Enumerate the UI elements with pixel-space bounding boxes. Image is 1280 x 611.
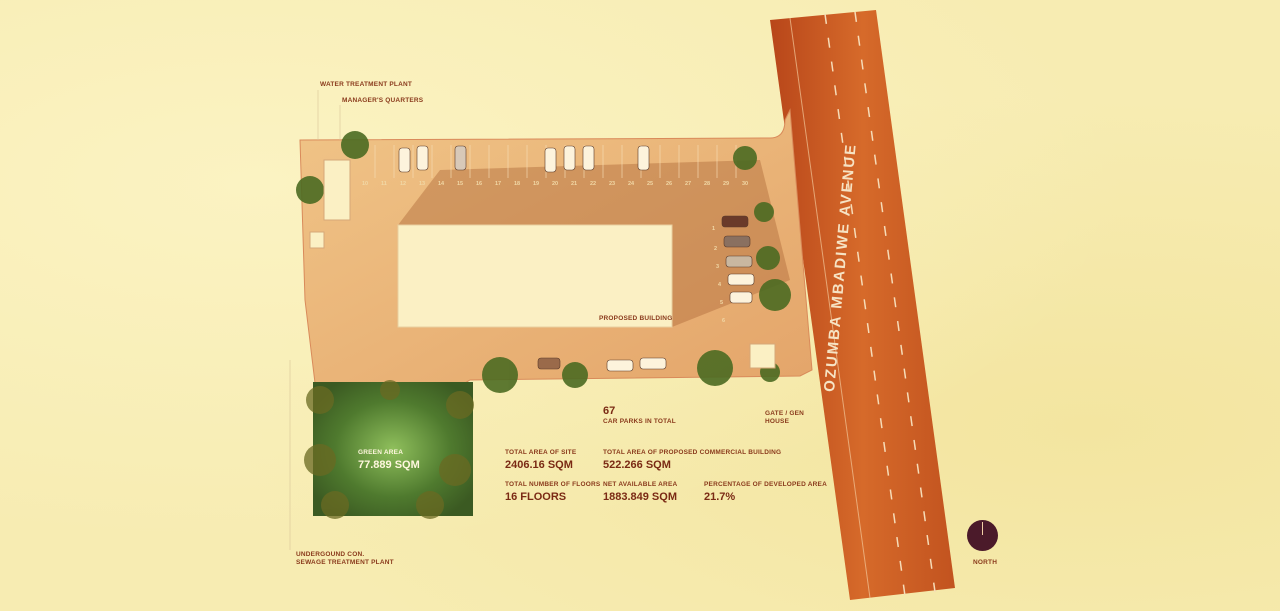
green-area-value: 77.889 SQM: [358, 459, 420, 471]
road-lane-line: [854, 11, 936, 593]
net-area-label: NET AVAILABLE AREA: [603, 481, 678, 488]
parking-number-side: 1: [712, 226, 716, 232]
sewage-label-line1: UNDERGOUND CON.: [296, 551, 365, 558]
parking-number: 20: [552, 181, 559, 187]
parking-number: 18: [514, 181, 521, 187]
gate-gen-house-building: [749, 343, 776, 369]
developed-pct-value: 21.7%: [704, 491, 736, 503]
north-arrow-icon: [967, 520, 998, 551]
parking-number: 30: [742, 181, 749, 187]
parking-number: 17: [495, 181, 502, 187]
car-parks-count: 67: [603, 405, 616, 417]
parked-cars: [398, 145, 755, 372]
parking-number: 23: [609, 181, 616, 187]
commercial-area-value: 522.266 SQM: [603, 459, 671, 471]
developed-pct-label: PERCENTAGE OF DEVELOPED AREA: [704, 481, 827, 488]
parking-number-side: 6: [722, 318, 726, 324]
managers-quarters-building: [323, 159, 351, 221]
parking-number: 14: [438, 181, 445, 187]
floors-label: TOTAL NUMBER OF FLOORS: [505, 481, 601, 488]
parking-number: 10: [362, 181, 369, 187]
parking-number-side: 4: [718, 282, 722, 288]
parking-number-side: 2: [714, 246, 718, 252]
site-area-label: TOTAL AREA OF SITE: [505, 449, 577, 456]
leader-lines: [289, 90, 341, 550]
green-area-trees: [304, 380, 474, 519]
water-treatment-block: [309, 231, 325, 249]
parking-number: 22: [590, 181, 597, 187]
north-label: NORTH: [973, 559, 998, 566]
road-edge-line: [789, 17, 871, 599]
parking-number: 25: [647, 181, 654, 187]
net-area-value: 1883.849 SQM: [603, 491, 677, 503]
parking-number: 26: [666, 181, 673, 187]
green-area-label: GREEN AREA: [358, 449, 404, 456]
parking-number: 15: [457, 181, 464, 187]
parking-number: 29: [723, 181, 730, 187]
sewage-label-line2: SEWAGE TREATMENT PLANT: [296, 559, 394, 566]
parking-number: 28: [704, 181, 711, 187]
parking-number: 21: [571, 181, 578, 187]
road-center-line: [824, 13, 906, 597]
proposed-building-label: PROPOSED BUILDING: [599, 315, 673, 322]
parking-number: 24: [628, 181, 635, 187]
parking-number-side: 3: [716, 264, 720, 270]
managers-quarters-label: MANAGER'S QUARTERS: [342, 97, 424, 104]
parking-number: 19: [533, 181, 540, 187]
proposed-building: [397, 224, 673, 328]
gate-gen-house-label: GATE / GEN HOUSE: [765, 410, 805, 425]
site-area-value: 2406.16 SQM: [505, 459, 573, 471]
commercial-area-label: TOTAL AREA OF PROPOSED COMMERCIAL BUILDI…: [603, 449, 782, 456]
parking-number-side: 5: [720, 300, 724, 306]
floors-value: 16 FLOORS: [505, 491, 567, 503]
parking-number: 12: [400, 181, 407, 187]
parking-number: 27: [685, 181, 692, 187]
parking-number: 13: [419, 181, 426, 187]
road-surface: [770, 10, 955, 600]
parking-number: 11: [381, 181, 387, 187]
car-parks-label: CAR PARKS IN TOTAL: [603, 418, 676, 425]
parking-number: 16: [476, 181, 483, 187]
water-treatment-label: WATER TREATMENT PLANT: [320, 81, 413, 88]
